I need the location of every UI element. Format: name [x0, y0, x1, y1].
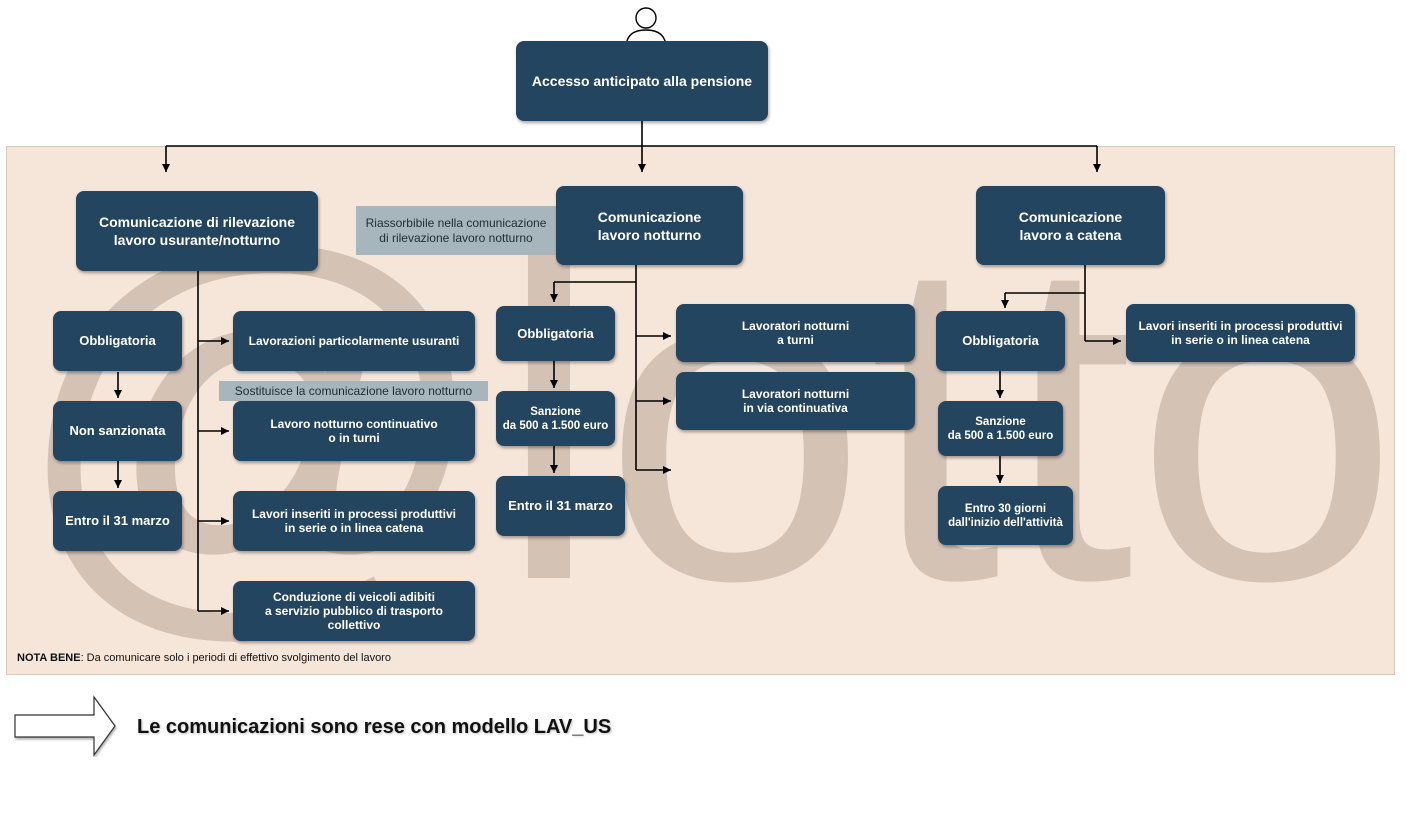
- left-item-notturno: Lavoro notturno continuativo o in turni: [233, 401, 475, 461]
- left-note-label: Sostituisce la comunicazione lavoro nott…: [234, 383, 473, 398]
- left-item-label: Conduzione di veicoli adibiti a servizio…: [264, 590, 444, 632]
- left-item-veicoli: Conduzione di veicoli adibiti a servizio…: [233, 581, 475, 641]
- middle-item-label: Lavoratori notturni a turni: [741, 319, 850, 347]
- middle-item-continuativa: Lavoratori notturni in via continuativa: [676, 372, 915, 430]
- right-header-node: Comunicazione lavoro a catena: [976, 186, 1165, 265]
- middle-item-turni: Lavoratori notturni a turni: [676, 304, 915, 362]
- right-item-label: Lavori inseriti in processi produttivi i…: [1138, 319, 1343, 347]
- middle-note-label: Riassorbibile nella comunicazione di ril…: [365, 215, 547, 245]
- left-item-label: Lavoro notturno continuativo o in turni: [270, 417, 438, 445]
- left-step-non-sanzionata: Non sanzionata: [53, 401, 182, 461]
- middle-step-obbligatoria: Obbligatoria: [496, 306, 615, 361]
- middle-header-node: Comunicazione lavoro notturno: [556, 186, 743, 265]
- right-item-catena: Lavori inseriti in processi produttivi i…: [1126, 304, 1355, 362]
- right-step-label: Obbligatoria: [962, 333, 1039, 348]
- right-step-deadline: Entro 30 giorni dall'inizio dell'attivit…: [938, 486, 1073, 545]
- nota-bene-label: NOTA BENE: [17, 652, 81, 664]
- nota-bene: NOTA BENE: Da comunicare solo i periodi …: [17, 652, 391, 664]
- left-item-label: Lavorazioni particolarmente usuranti: [248, 334, 460, 348]
- left-step-label: Obbligatoria: [79, 333, 156, 348]
- middle-step-label: Entro il 31 marzo: [508, 498, 613, 513]
- root-title: Accesso anticipato alla pensione: [531, 73, 753, 89]
- middle-step-label: Sanzione da 500 a 1.500 euro: [502, 405, 609, 432]
- root-node: Accesso anticipato alla pensione: [516, 41, 768, 121]
- middle-item-label: Lavoratori notturni in via continuativa: [741, 387, 850, 415]
- right-step-sanzione: Sanzione da 500 a 1.500 euro: [938, 401, 1063, 456]
- left-note: Sostituisce la comunicazione lavoro nott…: [219, 381, 488, 401]
- left-header-node: Comunicazione di rilevazione lavoro usur…: [76, 191, 318, 271]
- nota-bene-text: : Da comunicare solo i periodi di effett…: [80, 652, 391, 664]
- left-step-label: Non sanzionata: [69, 423, 166, 438]
- left-step-deadline: Entro il 31 marzo: [53, 491, 182, 551]
- left-header-label: Comunicazione di rilevazione lavoro usur…: [98, 214, 296, 248]
- right-header-label: Comunicazione lavoro a catena: [1018, 208, 1123, 243]
- right-step-label: Sanzione da 500 a 1.500 euro: [947, 415, 1054, 442]
- right-step-label: Entro 30 giorni dall'inizio dell'attivit…: [948, 502, 1063, 529]
- left-item-catena: Lavori inseriti in processi produttivi i…: [233, 491, 475, 551]
- middle-step-sanzione: Sanzione da 500 a 1.500 euro: [496, 391, 615, 446]
- left-item-label: Lavori inseriti in processi produttivi i…: [251, 507, 457, 535]
- left-step-label: Entro il 31 marzo: [65, 513, 170, 528]
- right-arrow-icon: [14, 695, 116, 757]
- left-item-usuranti: Lavorazioni particolarmente usuranti: [233, 311, 475, 371]
- right-step-obbligatoria: Obbligatoria: [936, 311, 1065, 371]
- left-step-obbligatoria: Obbligatoria: [53, 311, 182, 371]
- middle-step-label: Obbligatoria: [517, 325, 594, 341]
- middle-header-label: Comunicazione lavoro notturno: [597, 208, 702, 243]
- footer-text: Le comunicazioni sono rese con modello L…: [137, 716, 612, 738]
- middle-note: Riassorbibile nella comunicazione di ril…: [356, 206, 556, 255]
- middle-step-deadline: Entro il 31 marzo: [496, 476, 625, 536]
